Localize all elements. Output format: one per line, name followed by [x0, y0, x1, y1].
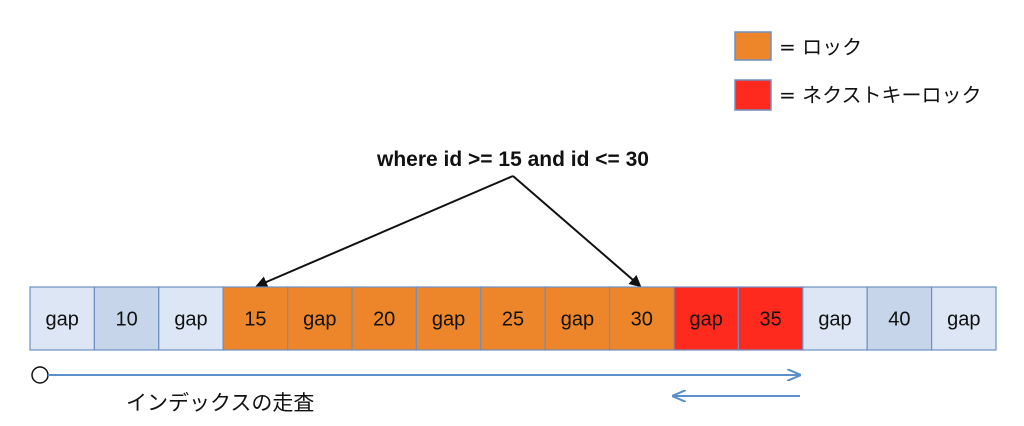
- index-cell-box: [93, 286, 160, 351]
- index-gap-label: gap: [303, 309, 336, 331]
- index-cell-box: [29, 286, 96, 351]
- index-key-label: 10: [115, 309, 137, 331]
- index-scan: インデックスの走査: [31, 366, 800, 415]
- index-cell-box: [415, 286, 482, 351]
- index-key-label: 25: [502, 309, 524, 331]
- index-cell: gap: [287, 286, 353, 351]
- index-cell-box: [480, 286, 546, 351]
- legend-label-lock: = ロック: [779, 35, 862, 59]
- index-cell: 25: [480, 286, 546, 351]
- index-gap-label: gap: [432, 309, 465, 331]
- legend-item-next-key-lock: = ネクストキーロック: [734, 79, 982, 111]
- index-gap-label: gap: [46, 309, 79, 331]
- query-arrow-to-30: [512, 175, 642, 288]
- scan-start-circle: [31, 366, 49, 384]
- index-cell-box: [866, 286, 933, 351]
- index-gap-label: gap: [690, 309, 723, 331]
- index-cell: 15: [222, 286, 289, 351]
- index-cell: 20: [351, 286, 418, 351]
- index-cell-box: [544, 286, 611, 351]
- index-cell: 10: [93, 286, 160, 351]
- index-cell-box: [351, 286, 418, 351]
- index-cell-box: [737, 286, 804, 351]
- index-key-label: 40: [888, 309, 910, 331]
- index-cell: gap: [802, 286, 868, 351]
- legend: = ロック = ネクストキーロック: [734, 31, 982, 111]
- scan-label: インデックスの走査: [126, 391, 314, 415]
- index-cell-box: [158, 286, 224, 351]
- index-gap-label: gap: [174, 309, 207, 331]
- index-cell: gap: [930, 286, 997, 351]
- legend-swatch-next-key-lock: [734, 79, 772, 111]
- index-cell: gap: [158, 286, 224, 351]
- legend-item-lock: = ロック: [734, 31, 862, 61]
- legend-label-next-key-lock: = ネクストキーロック: [779, 83, 982, 107]
- index-key-label: 35: [759, 309, 781, 331]
- index-cell-box: [802, 286, 868, 351]
- index-gap-label: gap: [947, 309, 980, 331]
- index-cell: gap: [415, 286, 482, 351]
- index-cell: gap: [673, 286, 740, 351]
- index-key-label: 30: [631, 309, 653, 331]
- index-cell: 35: [737, 286, 804, 351]
- index-gap-label: gap: [818, 309, 851, 331]
- index-cell-box: [930, 286, 997, 351]
- legend-swatch-lock: [734, 31, 772, 61]
- query-condition: where id >= 15 and id <= 30: [376, 148, 649, 171]
- index-cell: 40: [866, 286, 933, 351]
- index-key-label: 15: [244, 309, 266, 331]
- index-row: gap 10 gap 15 gap 20 gap 25 gap 30 gap 35 gap 40 gap: [29, 286, 997, 351]
- index-cell: gap: [29, 286, 96, 351]
- index-gap-label: gap: [561, 309, 594, 331]
- query-arrow-to-15: [255, 175, 514, 288]
- index-key-label: 20: [373, 309, 395, 331]
- index-cell: 30: [608, 286, 675, 351]
- index-cell: gap: [544, 286, 611, 351]
- index-cell-box: [608, 286, 675, 351]
- index-cell-box: [287, 286, 353, 351]
